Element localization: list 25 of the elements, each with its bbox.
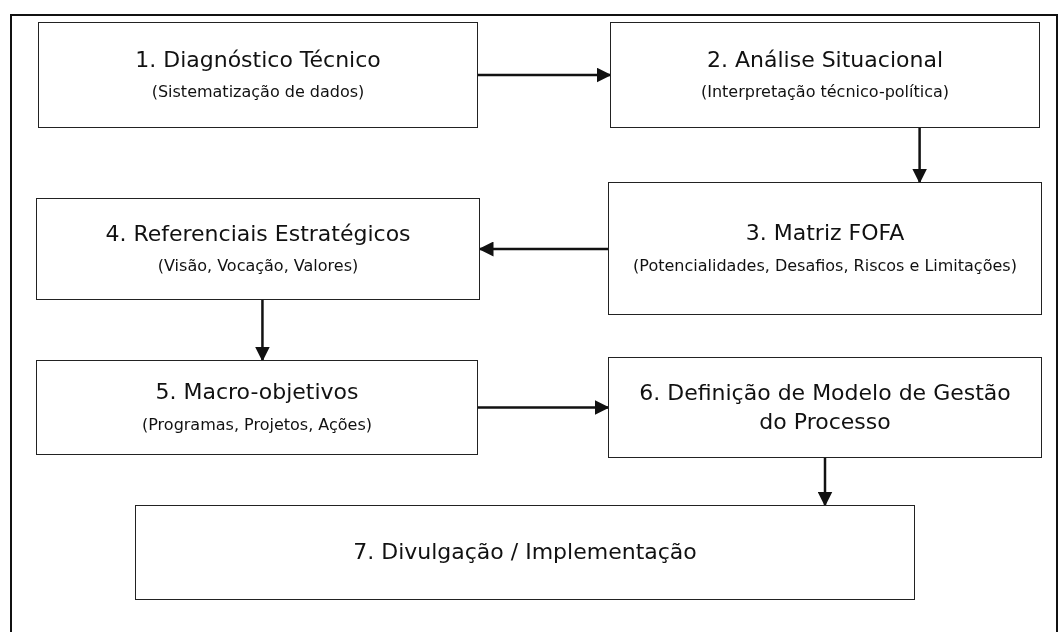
step-title: 7. Divulgação / Implementação xyxy=(353,538,697,567)
arrow xyxy=(478,67,612,83)
step-title: 2. Análise Situacional xyxy=(707,45,943,74)
arrow xyxy=(254,300,270,362)
process-box xyxy=(36,198,480,300)
arrow xyxy=(478,400,610,415)
step-title: 3. Matriz FOFA xyxy=(745,219,905,248)
step-title: 5. Macro-objetivos xyxy=(155,378,359,407)
step-description: (Sistematização de dados) xyxy=(151,81,365,104)
process-box xyxy=(135,505,915,600)
step-description: (Visão, Vocação, Valores) xyxy=(157,255,359,278)
step-description: (Programas, Projetos, Ações) xyxy=(142,413,372,436)
step-title: 6. Definição de Modelo de Gestão do Processo xyxy=(638,378,1012,436)
process-box xyxy=(608,182,1042,315)
arrow xyxy=(912,128,928,184)
arrow xyxy=(478,241,608,257)
process-box xyxy=(38,22,478,128)
step-title: 4. Referenciais Estratégicos xyxy=(105,219,411,248)
process-box xyxy=(608,357,1042,458)
step-description: (Interpretação técnico-política) xyxy=(700,81,950,104)
arrow xyxy=(817,458,833,507)
step-description: (Potencialidades, Desafios, Riscos e Limitações) xyxy=(633,254,1017,277)
process-box xyxy=(36,360,478,455)
process-box xyxy=(610,22,1040,128)
step-title: 1. Diagnóstico Técnico xyxy=(135,45,381,74)
